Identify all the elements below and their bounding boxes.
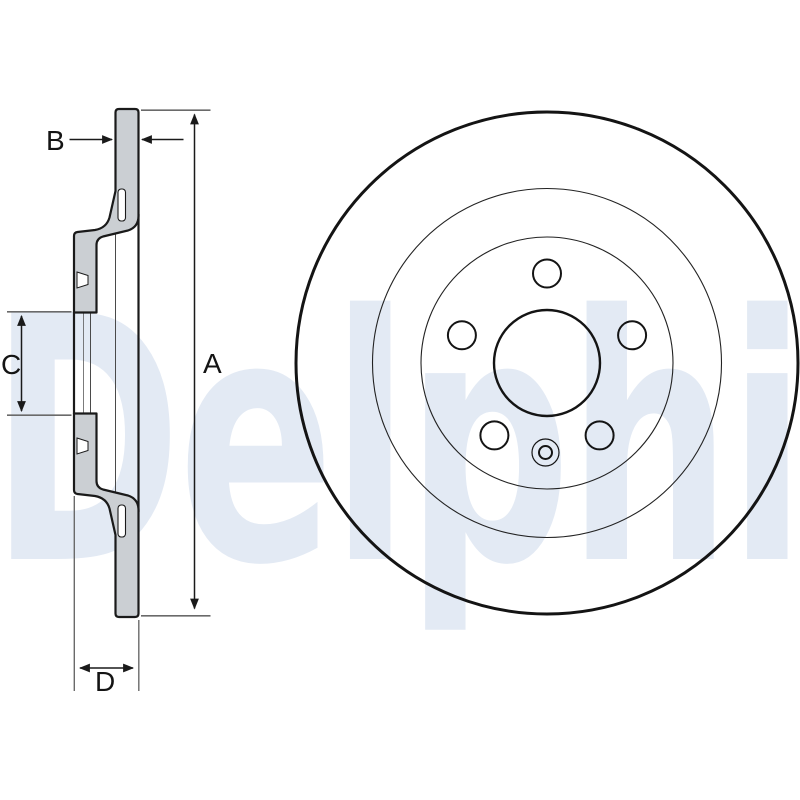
front-view-bolt-hole-upper-left [446,320,477,351]
front-view-bolt-hole-upper-right [617,320,648,351]
dim-label-d: D [95,666,115,697]
cross-section-view [72,107,140,619]
cross-section-relief-groove-top [117,188,127,222]
dimension-annotations: A B C D [1,109,222,697]
cross-section-lower-profile [72,412,140,619]
front-view [294,110,800,616]
cross-section-relief-groove-bottom [117,504,127,538]
cross-section-bolt-hole-top [76,271,89,289]
dim-label-a: A [203,348,222,379]
front-view-locating-hole-chamfer [531,438,560,467]
cross-section-upper-profile [72,107,140,314]
front-view-centre-bore [492,308,602,418]
front-view-hat-circle [420,236,674,490]
dim-label-c: C [1,349,21,380]
cross-section-bolt-hole-bottom [76,437,89,455]
front-view-bolt-hole-lower-right [584,420,615,451]
front-view-locating-hole [538,445,553,460]
front-view-bolt-hole-top [532,258,562,289]
front-view-friction-band-circle [371,187,723,539]
front-view-outer-circle [294,110,800,616]
dim-label-b: B [46,125,65,156]
front-view-bolt-hole-lower-left [479,420,510,451]
